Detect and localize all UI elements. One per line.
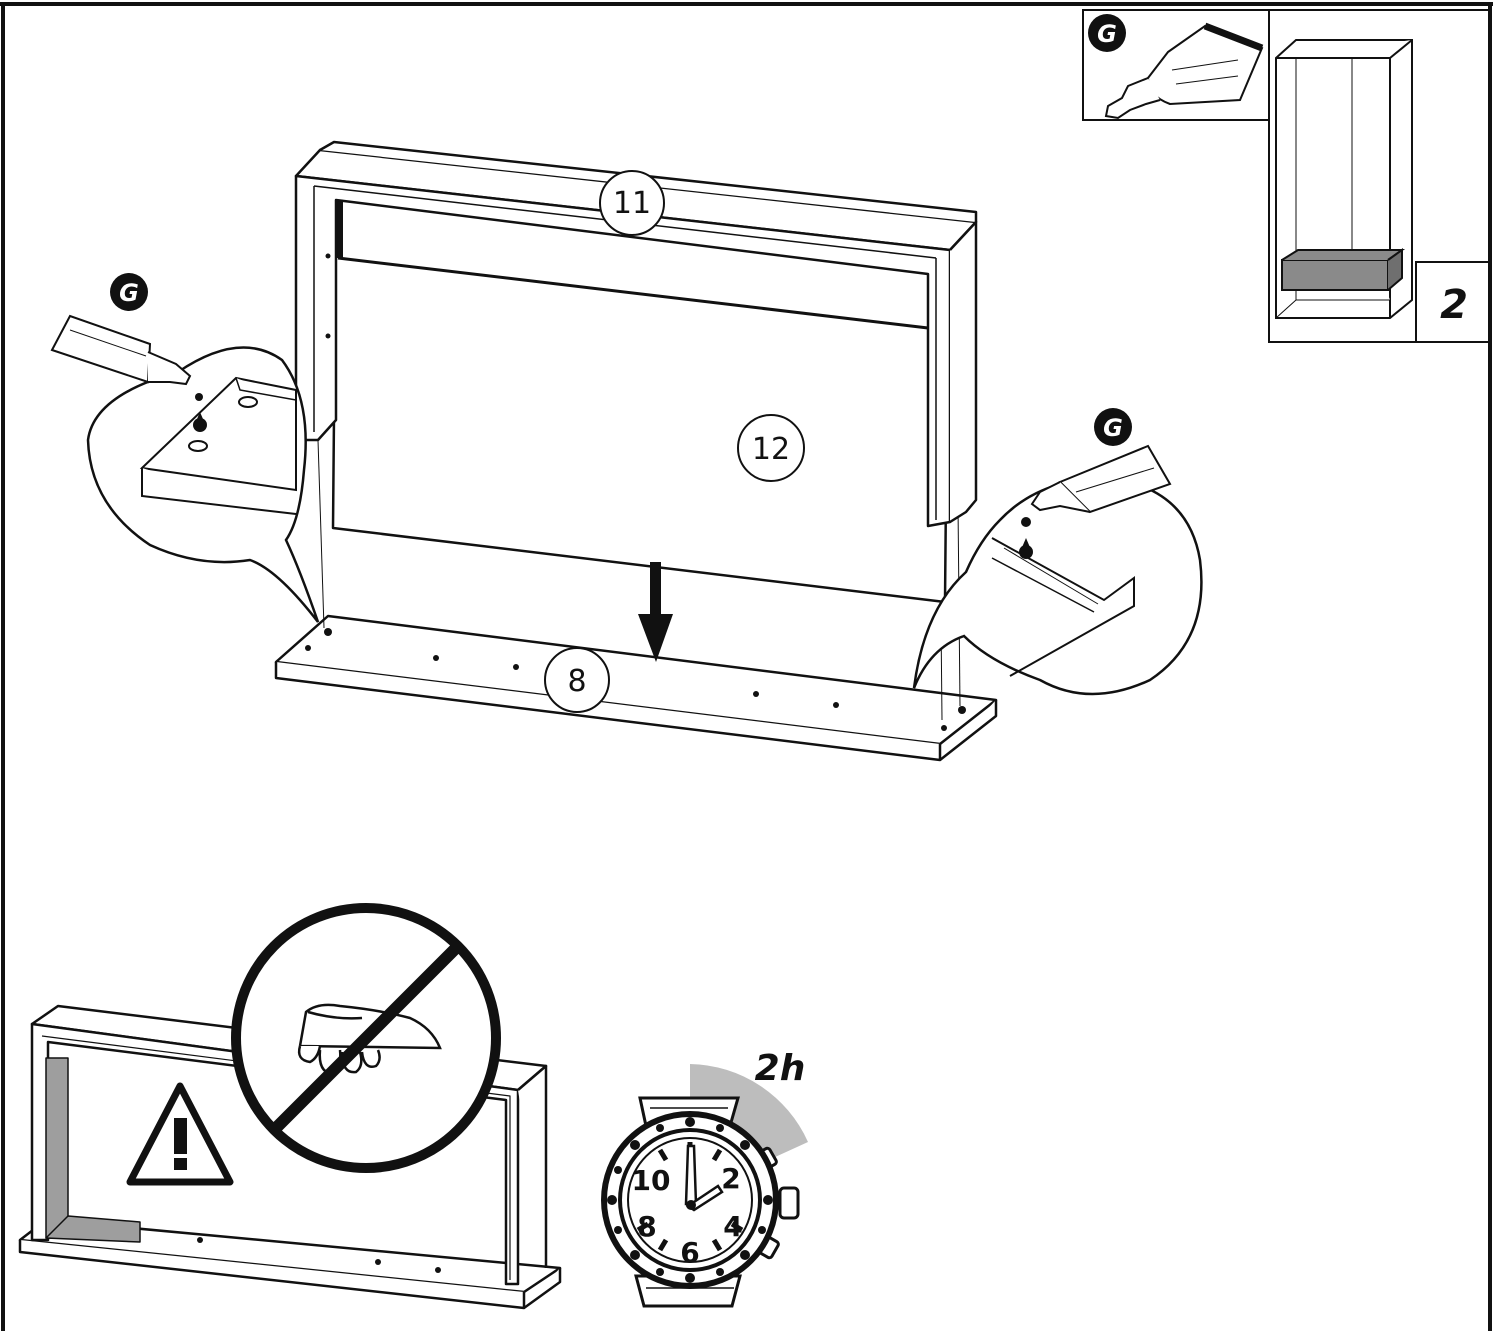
- left-detail-callout: [50, 314, 320, 623]
- glue-badge-overview: G: [1088, 14, 1126, 52]
- bottom-panel: [274, 614, 998, 762]
- part-label-back-panel: 12: [737, 414, 805, 482]
- dial-numeral-8: 8: [637, 1210, 656, 1243]
- glue-badge-right: G: [1094, 408, 1132, 446]
- glue-badge-label: G: [119, 279, 139, 307]
- no-hand-pressure-icon: [231, 903, 501, 1173]
- glue-badge-label: G: [1097, 20, 1117, 48]
- part-label-top: 11: [599, 170, 665, 236]
- glue-tube-icon: [1104, 22, 1264, 120]
- dial-numeral-4: 4: [723, 1210, 742, 1243]
- glue-tube-left-icon: [50, 314, 192, 386]
- part-number-bottom: 8: [567, 664, 586, 699]
- step-number-box: 2: [1415, 261, 1490, 343]
- part-number-back-panel: 12: [752, 432, 790, 467]
- glue-tube-right-icon: [1030, 444, 1172, 514]
- dial-numeral-10: 10: [632, 1164, 671, 1197]
- glue-badge-left: G: [110, 273, 148, 311]
- part-label-bottom: 8: [544, 647, 610, 713]
- step-number: 2: [1440, 282, 1468, 328]
- wardrobe-overview-icon: [1275, 39, 1413, 319]
- dial-numeral-2: 2: [721, 1162, 740, 1195]
- part-number-top: 11: [613, 186, 651, 221]
- overview-panel: G 2: [1082, 9, 1490, 343]
- warning-icon: [126, 1082, 234, 1186]
- drying-time-label: 2h: [755, 1048, 806, 1089]
- glue-badge-label: G: [1103, 414, 1123, 442]
- down-arrow-icon: [638, 562, 673, 662]
- watch-icon: 10 2 4 6 8: [601, 1096, 800, 1308]
- dial-numeral-6: 6: [680, 1236, 699, 1269]
- right-detail-callout: [912, 444, 1203, 696]
